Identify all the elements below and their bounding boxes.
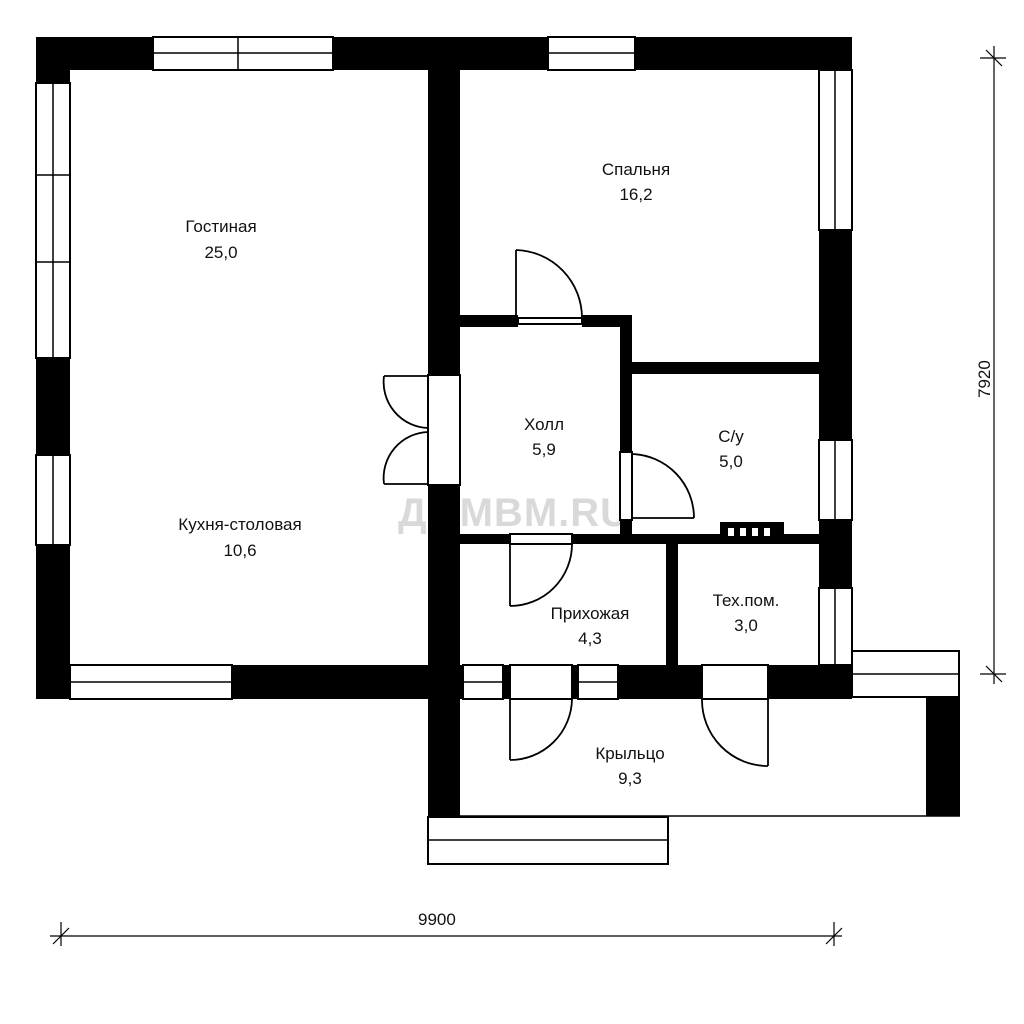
room-kitchen-name: Кухня-столовая (178, 515, 301, 534)
room-hall-name: Холл (524, 415, 564, 434)
door-living-swing-top (382, 375, 429, 429)
dimension-width-tick-left (52, 927, 70, 945)
room-kitchen-area: 10,6 (223, 541, 256, 560)
door-tech-frame (701, 664, 769, 700)
door-bedroom-frame (517, 317, 583, 325)
wall-tech-left (666, 534, 678, 674)
door-front-swing (509, 698, 573, 761)
room-bedroom-area: 16,2 (619, 185, 652, 204)
door-front-frame (509, 664, 573, 700)
room-hall-area: 5,9 (532, 440, 556, 459)
dimension-width-tick-right (825, 927, 843, 945)
room-tech-area: 3,0 (734, 616, 758, 635)
room-bathroom-area: 5,0 (719, 452, 743, 471)
dimension-height: 7920 (975, 360, 994, 398)
dimension-height-tick-top (985, 49, 1003, 67)
room-living-area: 25,0 (204, 243, 237, 262)
room-living-name: Гостиная (185, 217, 256, 236)
room-entry-area: 4,3 (578, 629, 602, 648)
door-living-swing-bottom (382, 431, 429, 485)
door-bathroom-swing (631, 453, 695, 519)
door-entry-swing (509, 543, 573, 607)
dimension-width: 9900 (418, 910, 456, 929)
room-entry-name: Прихожая (551, 604, 630, 623)
room-porch-name: Крыльцо (595, 744, 664, 763)
dimension-height-tick-bottom (985, 665, 1003, 683)
door-bathroom-frame (619, 451, 633, 521)
door-living-frame (427, 374, 461, 486)
room-bathroom-name: С/у (718, 427, 744, 446)
door-bedroom-swing (515, 249, 583, 319)
wall-porch-right (926, 692, 960, 816)
room-bedroom-name: Спальня (602, 160, 670, 179)
door-entry-frame (509, 533, 573, 545)
door-tech-swing (701, 698, 769, 767)
wall-middle-horizontal (460, 534, 830, 544)
wall-bath-top (620, 362, 830, 374)
room-porch-area: 9,3 (618, 769, 642, 788)
room-tech-name: Тех.пом. (713, 591, 780, 610)
